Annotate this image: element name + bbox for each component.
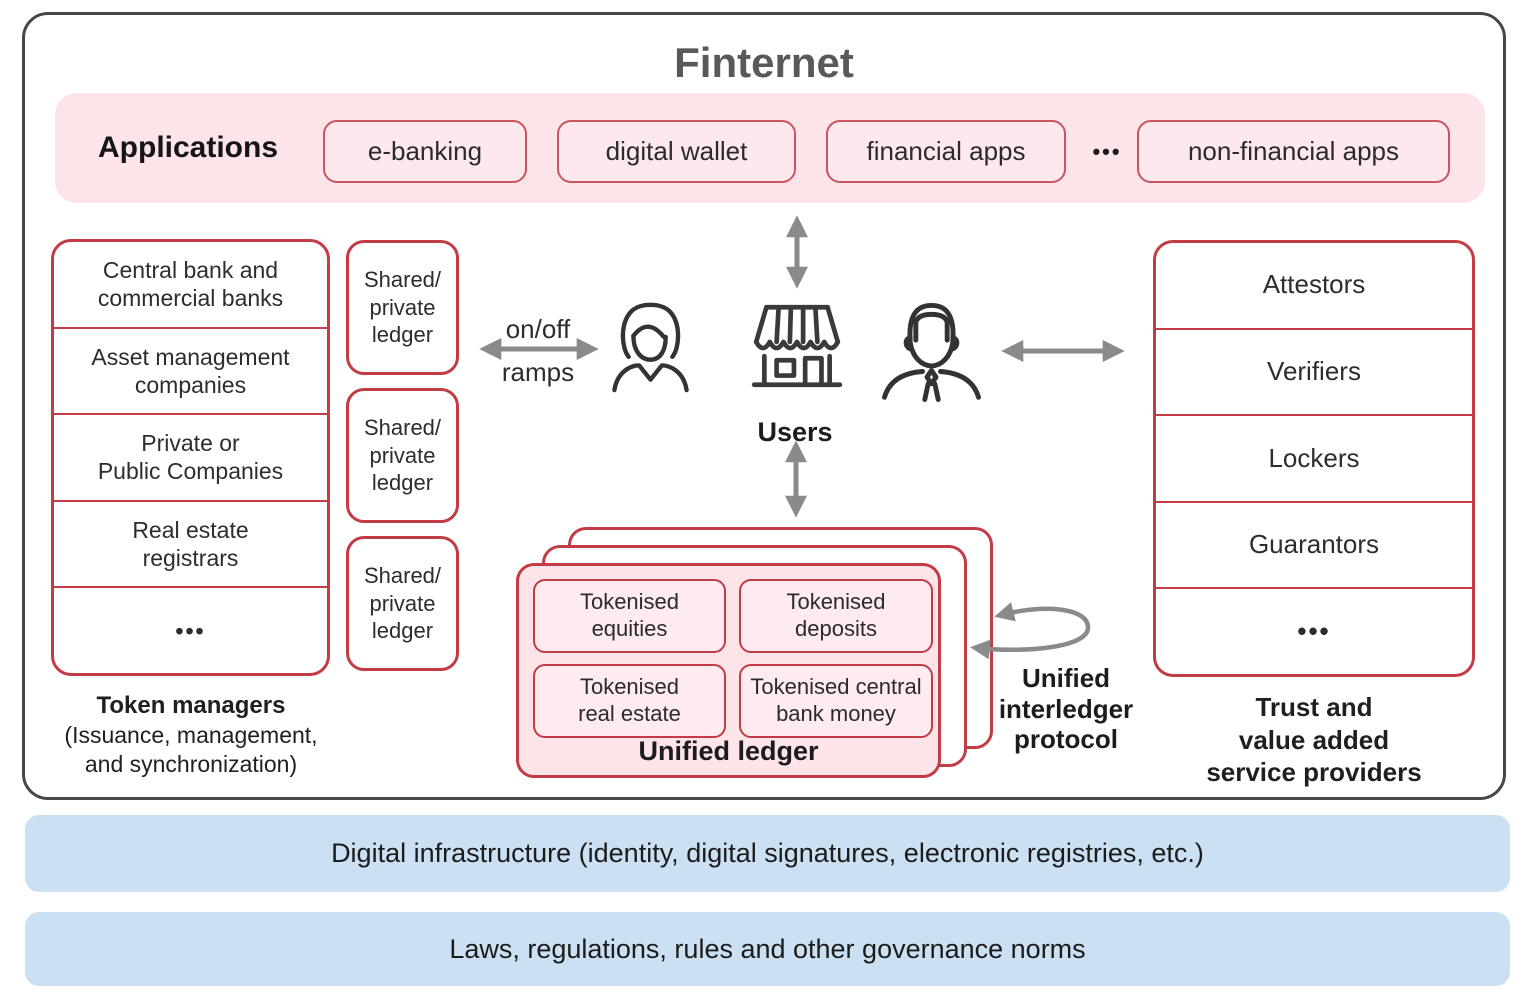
app-box-e-banking: e-banking xyxy=(323,120,527,183)
unified-ledger-card: Tokenised equities Tokenised deposits To… xyxy=(516,563,941,778)
applications-label: Applications xyxy=(98,131,279,164)
tokenised-real-estate-box: Tokenised real estate xyxy=(533,664,726,738)
applications-ellipsis: ••• xyxy=(1092,138,1122,164)
trust-provider-row: Verifiers xyxy=(1156,327,1472,415)
app-box-non-financial-apps: non-financial apps xyxy=(1137,120,1450,183)
digital-infrastructure-label: Digital infrastructure (identity, digita… xyxy=(331,838,1204,868)
token-managers-caption-title: Token managers xyxy=(96,692,286,719)
woman-icon xyxy=(612,302,689,393)
token-manager-row: Real estate registrars xyxy=(54,499,327,587)
trust-providers-caption: Trust and value added service providers xyxy=(1206,692,1422,787)
trust-providers-box: Attestors Verifiers Lockers Guarantors •… xyxy=(1153,240,1475,677)
arrow-onoff-ramps xyxy=(479,337,599,361)
shared-private-ledger-box: Shared/ private ledger xyxy=(346,536,459,671)
token-manager-row: Central bank and commercial banks xyxy=(97,257,284,312)
digital-infrastructure-bar: Digital infrastructure (identity, digita… xyxy=(25,815,1510,892)
trust-provider-row-ellipsis: ••• xyxy=(1156,587,1472,674)
token-manager-row: Private or Public Companies xyxy=(54,413,327,500)
interledger-protocol-label: Unified interledger protocol xyxy=(998,663,1134,755)
unified-ledger-label: Unified ledger xyxy=(638,736,819,766)
tokenised-equities-box: Tokenised equities xyxy=(533,579,726,653)
arrow-users-trust-providers xyxy=(1001,339,1125,363)
tokenised-central-bank-money-box: Tokenised central bank money xyxy=(739,664,933,738)
man-icon xyxy=(881,302,982,402)
applications-bar: Applications e-banking digital wallet fi… xyxy=(55,93,1485,203)
shared-private-ledger-box: Shared/ private ledger xyxy=(346,388,459,523)
arrow-users-applications xyxy=(785,215,809,289)
shared-private-ledger-box: Shared/ private ledger xyxy=(346,240,459,375)
trust-provider-row: Attestors xyxy=(1262,269,1366,300)
app-box-financial-apps: financial apps xyxy=(826,120,1066,183)
token-managers-caption-sub: (Issuance, management, and synchronizati… xyxy=(64,722,318,778)
token-managers-caption: Token managers (Issuance, management, an… xyxy=(41,691,341,779)
tokenised-deposits-box: Tokenised deposits xyxy=(739,579,933,653)
trust-provider-row: Lockers xyxy=(1156,414,1472,501)
laws-governance-bar: Laws, regulations, rules and other gover… xyxy=(25,912,1510,986)
page-title: Finternet xyxy=(674,39,854,86)
arrow-users-ledger xyxy=(784,440,808,518)
trust-provider-row: Guarantors xyxy=(1156,500,1472,588)
outer-frame: Finternet Applications e-banking digital… xyxy=(22,12,1506,800)
token-manager-row: Asset management companies xyxy=(54,326,327,414)
laws-governance-label: Laws, regulations, rules and other gover… xyxy=(449,933,1086,964)
storefront-icon xyxy=(751,304,843,388)
token-manager-row-ellipsis: ••• xyxy=(54,586,327,673)
on-off-label-bottom: ramps xyxy=(501,357,575,387)
app-box-digital-wallet: digital wallet xyxy=(557,120,796,183)
token-managers-box: Central bank and commercial banks Asset … xyxy=(51,239,330,676)
arrow-interledger-loop xyxy=(970,602,1091,660)
